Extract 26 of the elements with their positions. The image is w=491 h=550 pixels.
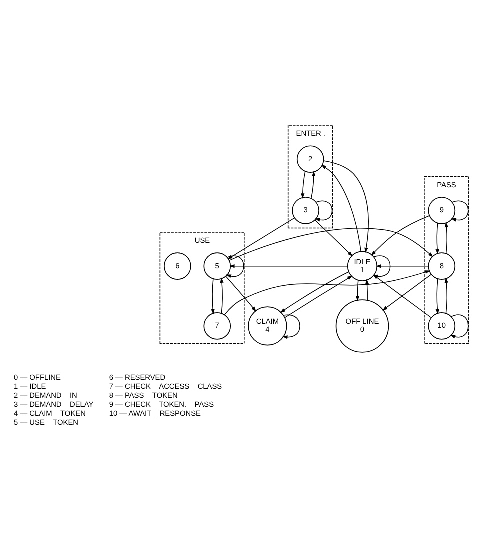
- arrow: [310, 170, 316, 198]
- arrow: [450, 200, 468, 222]
- arrow: [225, 276, 256, 312]
- arrow: [226, 255, 244, 278]
- arrow: [228, 228, 433, 261]
- arrow: [229, 264, 348, 268]
- arrow: [370, 215, 430, 256]
- arrow: [300, 170, 306, 198]
- arrow: [320, 164, 361, 252]
- arrow: [435, 222, 439, 254]
- arrow: [376, 264, 428, 268]
- arrow: [227, 217, 294, 260]
- arrow: [382, 274, 432, 310]
- arrow: [450, 314, 468, 338]
- arrow: [444, 222, 448, 254]
- arrow: [435, 278, 439, 314]
- arrow: [210, 278, 214, 314]
- arrow: [314, 200, 332, 222]
- arrow: [355, 280, 360, 301]
- arrow: [314, 219, 352, 256]
- arrow: [220, 277, 224, 314]
- arrow: [282, 314, 300, 339]
- arrow: [444, 277, 448, 314]
- arrow: [322, 160, 368, 253]
- arrow: [364, 278, 369, 300]
- arrow: [224, 270, 430, 315]
